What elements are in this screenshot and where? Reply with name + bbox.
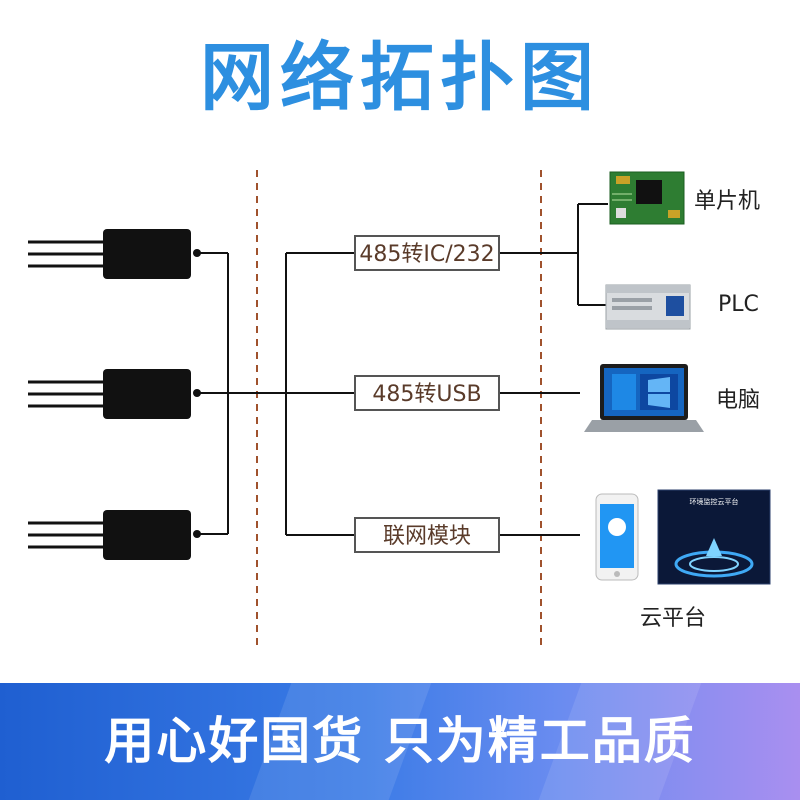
converter-usb-box: 485转USB: [354, 375, 500, 411]
cloud-screen-icon: 环境监控云平台: [657, 489, 771, 585]
banner-slogan: 用心好国货 只为精工品质: [104, 712, 696, 770]
device-label-plc: PLC: [718, 292, 759, 317]
converter-network-box: 联网模块: [354, 517, 500, 553]
sensor-bus: [197, 203, 608, 536]
soil-sensor-icon: [28, 229, 201, 279]
page-title: 网络拓扑图: [200, 35, 600, 121]
topology-diagram: 环境监控云平台: [28, 170, 771, 648]
converter-ic232-box: 485转IC/232: [354, 235, 500, 271]
converter-usb-label: 485转USB: [372, 382, 482, 407]
cloud-screen-title: 环境监控云平台: [690, 497, 739, 506]
converter-network-label: 联网模块: [382, 524, 471, 549]
phone-icon: [595, 493, 639, 581]
device-label-pc: 电脑: [716, 388, 761, 413]
plc-icon: [605, 284, 691, 330]
circuit-board-icon: [609, 171, 685, 225]
device-label-mcu: 单片机: [694, 189, 761, 214]
laptop-icon: [584, 364, 704, 432]
bottom-banner: 用心好国货 只为精工品质: [0, 683, 800, 800]
soil-sensor-icon: [28, 369, 201, 419]
converter-ic232-label: 485转IC/232: [359, 242, 495, 267]
soil-sensor-icon: [28, 510, 201, 560]
device-label-cloud: 云平台: [640, 606, 707, 631]
